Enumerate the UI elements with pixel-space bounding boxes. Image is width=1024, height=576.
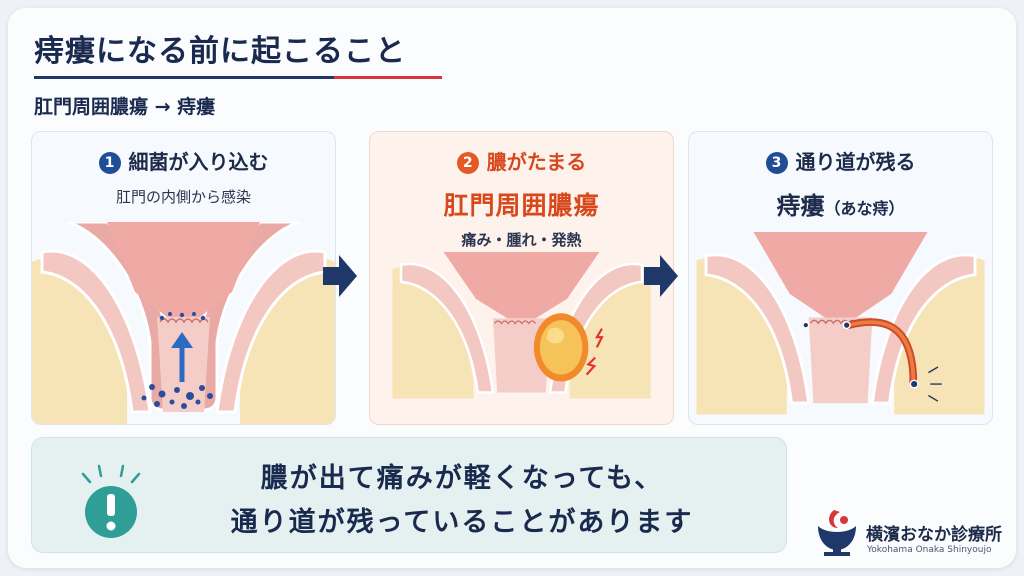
note-line-2: 通り道が残っていることがあります — [230, 507, 694, 538]
step-2-highlight: 肛門周囲膿瘍 — [443, 191, 600, 220]
step-3-highlight-row: 痔瘻（あな痔） — [689, 186, 992, 221]
warning-note: 膿が出て痛みが軽くなっても、 通り道が残っていることがあります — [31, 437, 787, 553]
step-3-highlight-note: （あな痔） — [824, 199, 905, 218]
step-card-3: 3 通り道が残る 痔瘻（あな痔） — [688, 131, 993, 425]
step-3-heading: 3 通り道が残る — [689, 146, 992, 175]
step-2-number: 2 — [456, 152, 479, 174]
arrow-right-icon — [644, 255, 678, 297]
step-2-description: 痛み・腫れ・発熱 — [461, 231, 582, 249]
step-card-1: 1 細菌が入り込む 肛門の内側から感染 — [31, 131, 336, 425]
anal-canal-bacteria-illustration — [32, 222, 335, 424]
arrow-right-icon — [323, 255, 357, 297]
exclamation-icon — [81, 464, 141, 538]
step-3-title: 通り道が残る — [795, 150, 916, 174]
step-1-number: 1 — [98, 152, 121, 174]
step-3-highlight: 痔瘻 — [776, 192, 825, 220]
clinic-logo-icon — [818, 510, 856, 556]
abscess-illustration — [392, 252, 651, 399]
step-2-heading: 2 膿がたまる — [370, 146, 673, 175]
step-1-title: 細菌が入り込む — [128, 150, 269, 174]
title-underline-accent — [334, 76, 442, 79]
title-underline — [34, 76, 334, 79]
step-1-description: 肛門の内側から感染 — [115, 188, 251, 206]
clinic-name-romanized: Yokohama Onaka Shinyoujo — [867, 545, 992, 555]
step-1-heading: 1 細菌が入り込む — [32, 146, 335, 175]
page-title: 痔瘻になる前に起こること — [34, 34, 406, 69]
clinic-name: 横濱おなか診療所 — [866, 525, 1002, 545]
step-2-title: 膿がたまる — [486, 150, 587, 174]
fistula-illustration — [696, 232, 985, 415]
step-card-2: 2 膿がたまる 肛門周囲膿瘍 痛み・腫れ・発熱 — [369, 131, 674, 425]
page-subtitle: 肛門周囲膿瘍 → 痔瘻 — [34, 96, 216, 118]
note-line-1: 膿が出て痛みが軽くなっても、 — [260, 463, 664, 494]
step-3-number: 3 — [765, 152, 788, 174]
